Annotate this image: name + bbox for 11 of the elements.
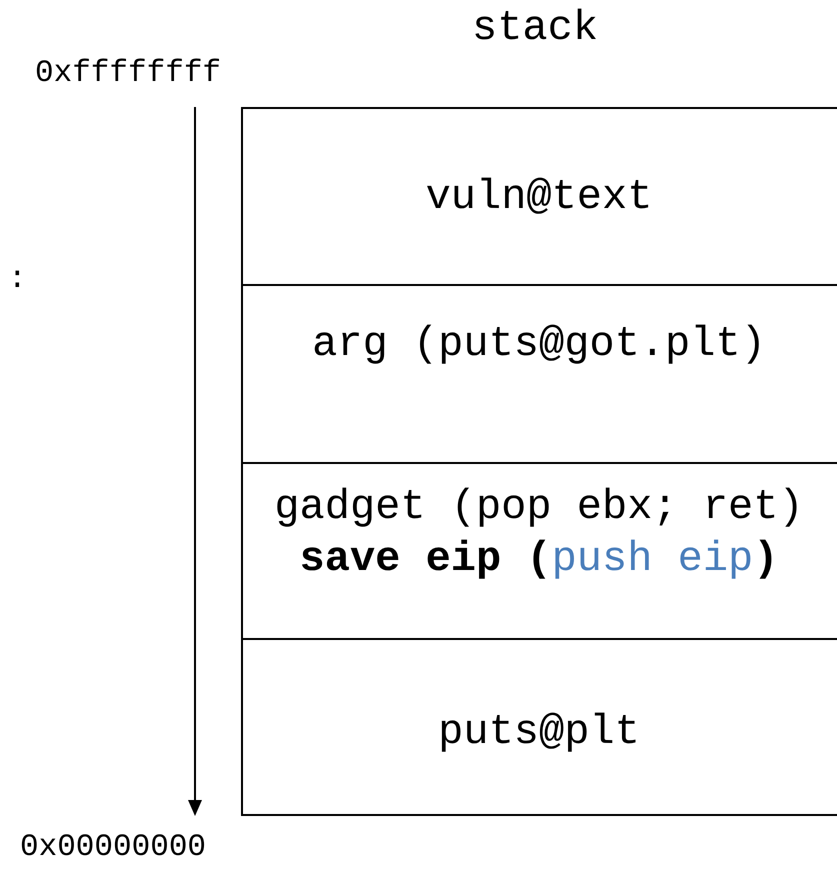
cell-text: vuln@text	[426, 172, 654, 222]
cell-text: gadget (pop ebx; ret)	[274, 482, 805, 533]
text-fragment: :	[8, 262, 27, 298]
cell-text: save eip (push eip)	[300, 534, 780, 585]
cell-text: puts@plt	[438, 707, 641, 758]
stack-cell	[241, 107, 837, 286]
address-label: 0x00000000	[20, 830, 206, 866]
stack-cell	[241, 638, 837, 816]
address-label: 0xffffffff	[35, 56, 222, 92]
cell-text: arg (puts@got.plt)	[312, 319, 767, 370]
stack-title: stack	[472, 4, 598, 52]
